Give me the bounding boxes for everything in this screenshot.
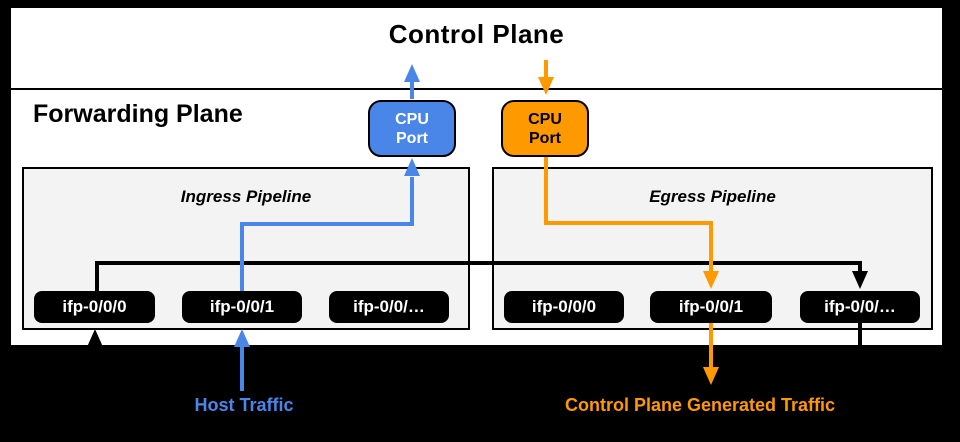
egress-out-arrowhead-icon <box>703 367 719 385</box>
egress-port-ifp-0-0-1: ifp-0/0/1 <box>650 291 772 323</box>
egress-port-ifp-0-0-0: ifp-0/0/0 <box>504 291 624 323</box>
host-traffic-label: Host Traffic <box>194 395 294 415</box>
ingress-pipeline-label: Ingress Pipeline <box>180 187 312 206</box>
plane-divider-line <box>11 88 942 90</box>
ingress-port-ifp-0-0-0: ifp-0/0/0 <box>34 291 155 323</box>
control-plane-traffic-label: Control Plane Generated Traffic <box>564 395 836 415</box>
egress-pipeline-label: Egress Pipeline <box>649 187 776 206</box>
cpu-port-egress: CPU Port <box>501 100 589 157</box>
cpu-port-ingress: CPU Port <box>368 100 456 157</box>
egress-port-ifp-0-0-more: ifp-0/0/… <box>800 291 920 323</box>
ingress-port-ifp-0-0-more: ifp-0/0/… <box>329 291 449 323</box>
forwarding-plane-title: Forwarding Plane <box>33 100 243 128</box>
control-plane-title: Control Plane <box>388 19 565 49</box>
ingress-port-ifp-0-0-1: ifp-0/0/1 <box>182 291 302 323</box>
